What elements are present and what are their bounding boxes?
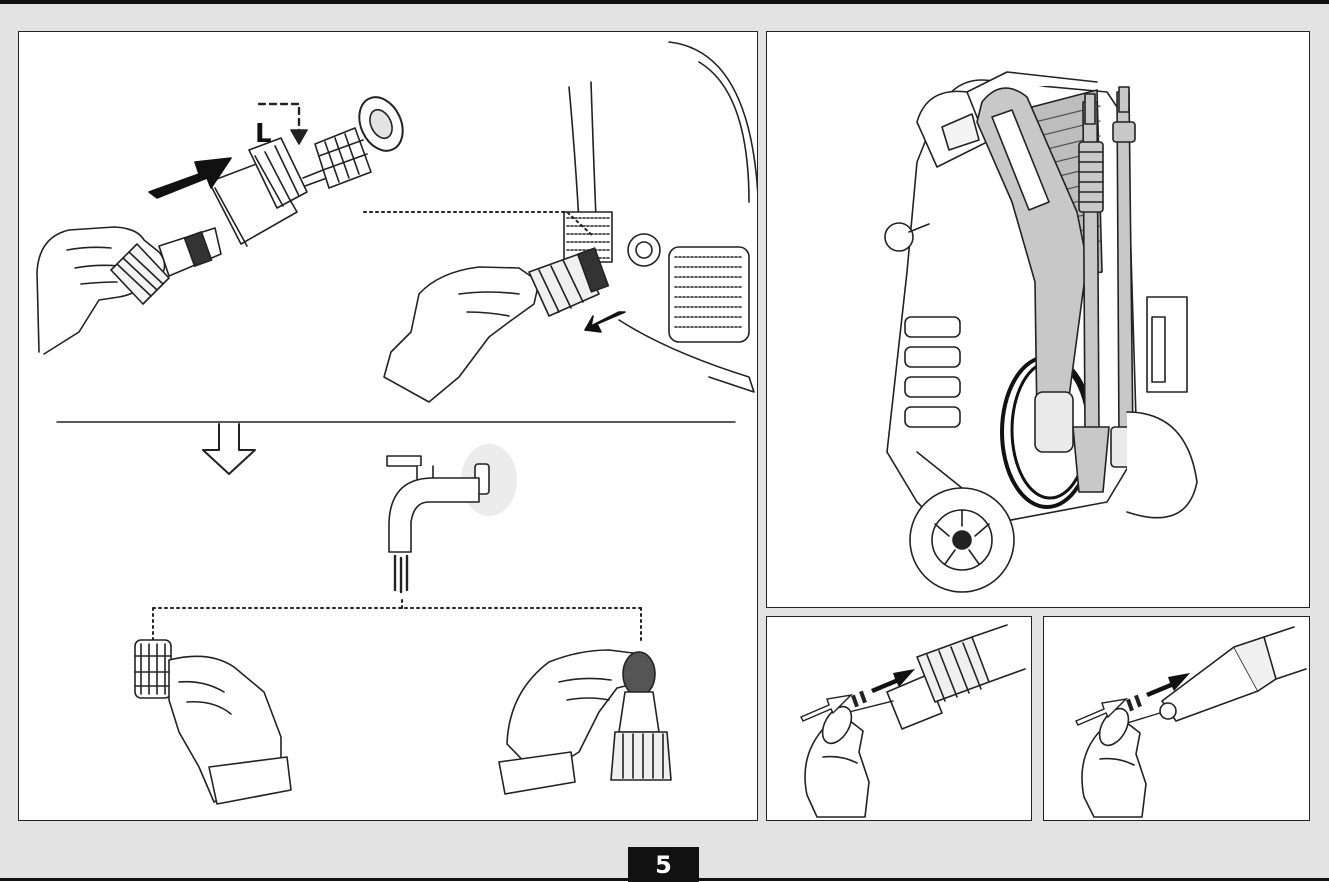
nozzle-cleaning-panel-b [1043, 616, 1310, 821]
push-arrow-icon [148, 157, 232, 199]
connector-hand-illustration [498, 649, 672, 795]
filter-callout-label: L [255, 119, 272, 149]
pressure-washer-illustration [884, 71, 1198, 593]
inlet-connector-illustration [36, 96, 404, 355]
water-tap-illustration [386, 444, 517, 594]
machine-storage-panel [766, 31, 1310, 608]
filter-cleaning-illustration [36, 41, 757, 805]
filter-cleaning-panel: L [18, 31, 758, 821]
machine-inlet-illustration [363, 41, 757, 403]
nozzle-cleaning-panel-a [766, 616, 1032, 821]
page-number: 5 [628, 847, 699, 882]
pull-arrow-icon [584, 311, 626, 333]
down-outline-arrow-icon [202, 423, 256, 475]
nozzle-cleaning-illustration-b [1075, 626, 1307, 818]
filter-hand-illustration [134, 639, 292, 805]
nozzle-cleaning-illustration-a [800, 624, 1026, 818]
nozzle-clean-arrow-icon [800, 669, 915, 722]
nozzle-clean-arrow-icon-b [1075, 673, 1190, 726]
